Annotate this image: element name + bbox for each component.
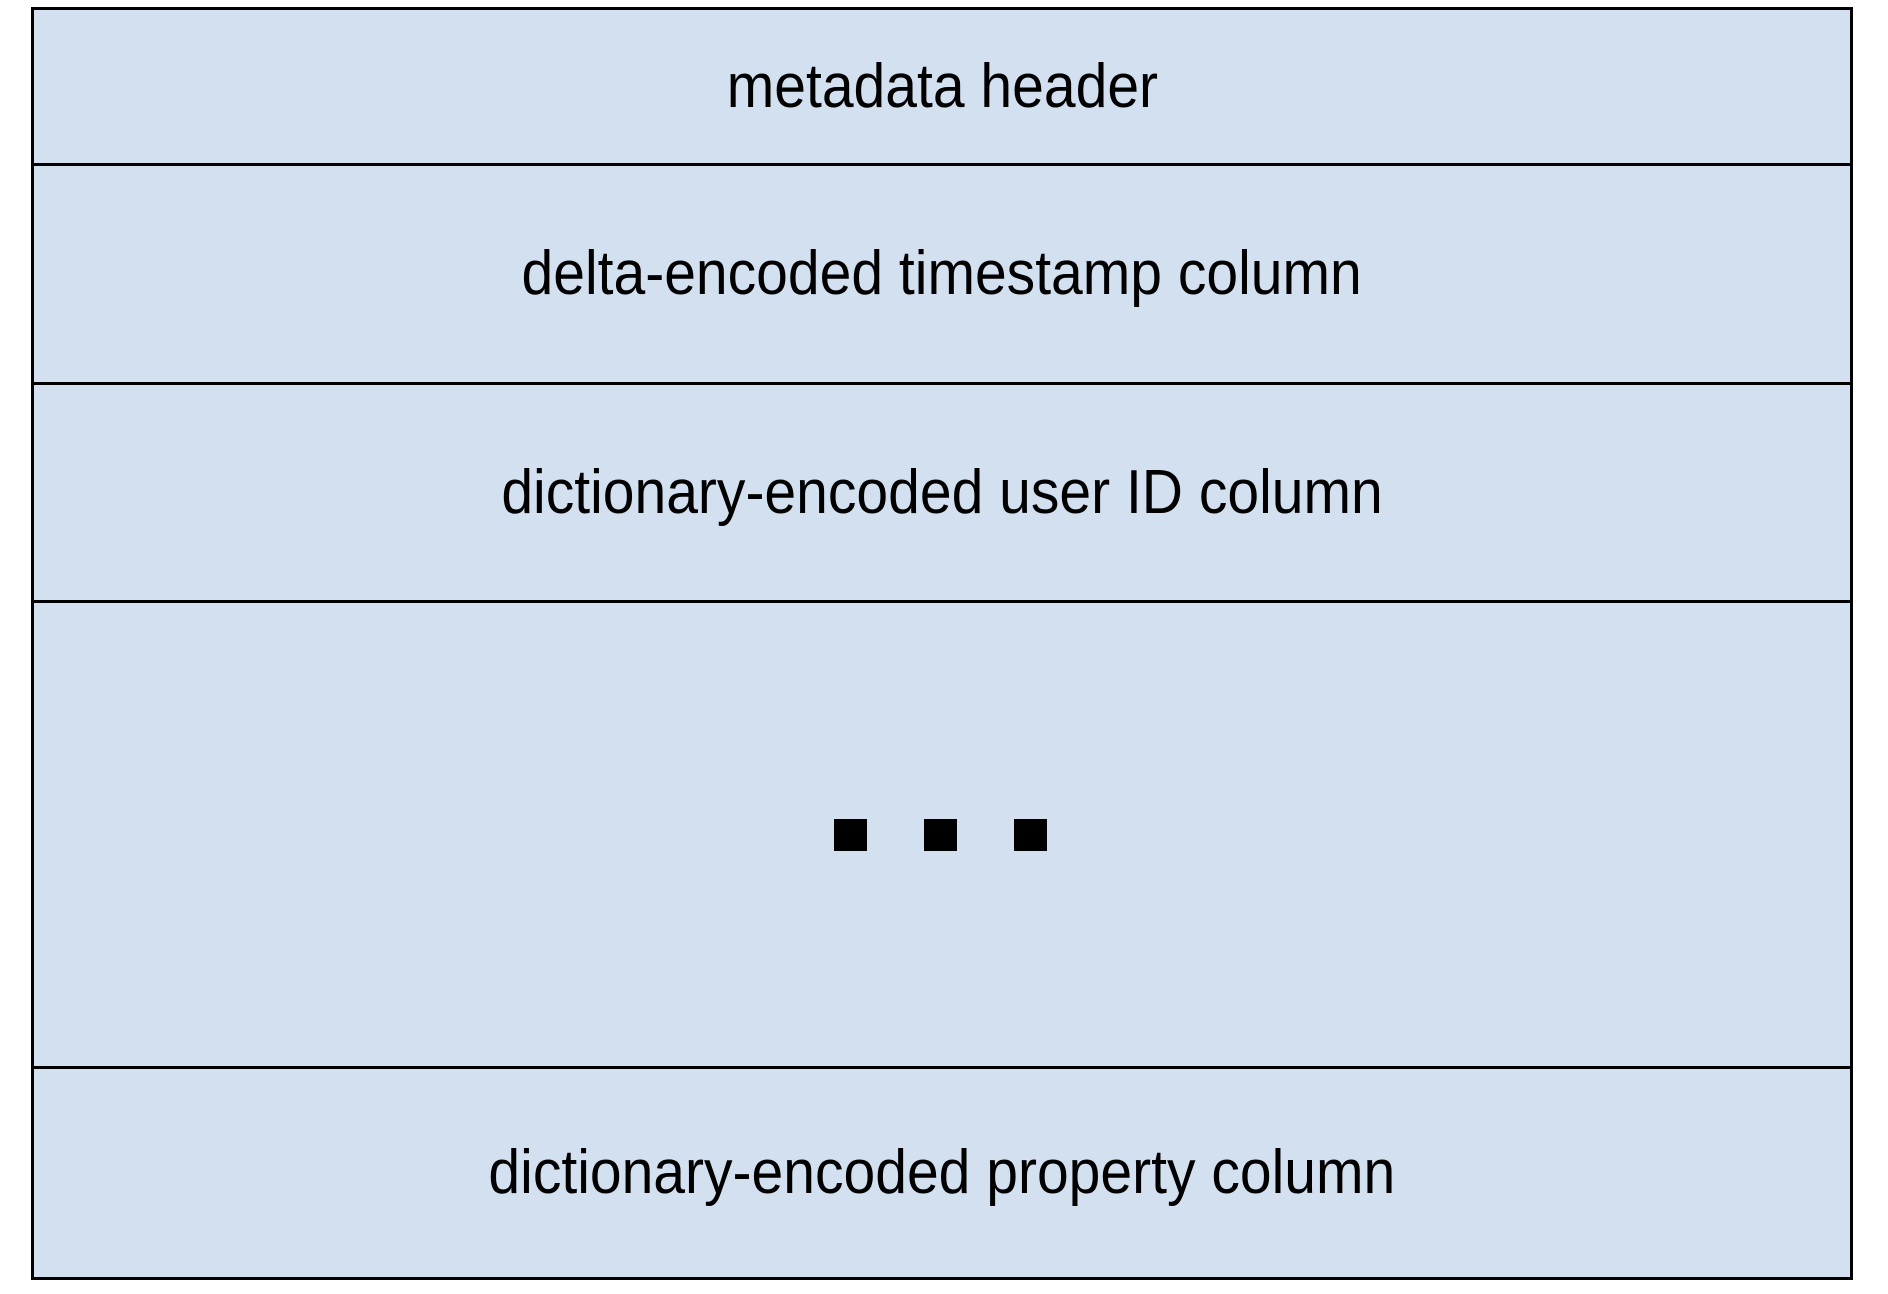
block-metadata-header: metadata header bbox=[34, 10, 1850, 163]
block-user-id-column: dictionary-encoded user ID column bbox=[34, 382, 1850, 600]
block-label-user-id-column: dictionary-encoded user ID column bbox=[501, 457, 1383, 527]
ellipsis-square-1 bbox=[833, 818, 867, 851]
block-label-timestamp-column: delta-encoded timestamp column bbox=[521, 239, 1363, 308]
ellipsis-square-2 bbox=[923, 818, 957, 851]
block-label-property-column: dictionary-encoded property column bbox=[488, 1138, 1396, 1207]
block-timestamp-column: delta-encoded timestamp column bbox=[34, 163, 1850, 382]
block-ellipsis-continuation bbox=[34, 600, 1850, 1066]
block-label-metadata-header: metadata header bbox=[726, 51, 1158, 121]
ellipsis-icon bbox=[833, 818, 1047, 851]
ellipsis-square-3 bbox=[1013, 818, 1047, 851]
block-property-column: dictionary-encoded property column bbox=[34, 1066, 1850, 1277]
columnar-block-diagram: metadata header delta-encoded timestamp … bbox=[31, 7, 1853, 1280]
